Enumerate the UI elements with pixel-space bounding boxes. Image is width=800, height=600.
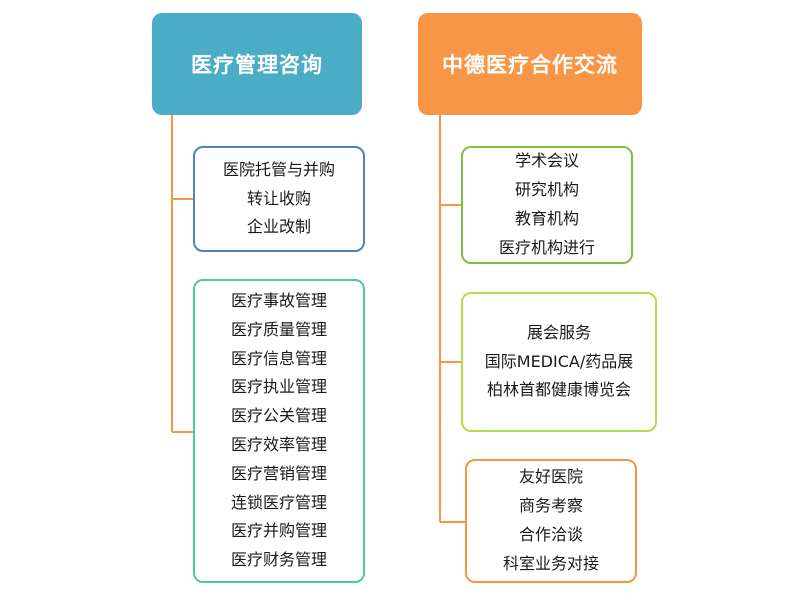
list-item: 医疗并购管理: [230, 521, 327, 541]
list-item: 医院托管与并购: [222, 159, 335, 179]
list-item: 医疗营销管理: [230, 463, 327, 483]
list-item: 医疗公关管理: [230, 406, 327, 426]
left-group-list-1: 医院托管与并购 转让收购 企业改制: [223, 156, 335, 242]
list-item: 医疗事故管理: [230, 291, 327, 311]
list-item: 医疗财务管理: [230, 550, 327, 570]
right-group-box-1: 学术会议 研究机构 教育机构 医疗机构进行: [461, 146, 633, 264]
left-group-box-1: 医院托管与并购 转让收购 企业改制: [193, 146, 365, 252]
list-item: 学术会议: [514, 151, 579, 171]
list-item: 连锁医疗管理: [230, 492, 327, 512]
right-group-list-1: 学术会议 研究机构 教育机构 医疗机构进行: [499, 147, 595, 262]
right-group-box-2: 展会服务 国际MEDICA/药品展 柏林首都健康博览会: [461, 292, 657, 432]
list-item: 医疗效率管理: [230, 435, 327, 454]
list-item: 转让收购: [246, 188, 311, 208]
right-group-list-2: 展会服务 国际MEDICA/药品展 柏林首都健康博览会: [485, 319, 633, 405]
list-item: 柏林首都健康博览会: [486, 380, 631, 400]
list-item: 企业改制: [246, 217, 311, 237]
right-header: 中德医疗合作交流: [418, 13, 642, 115]
left-group-list-2: 医疗事故管理 医疗质量管理 医疗信息管理 医疗执业管理 医疗公关管理 医疗效率管…: [231, 287, 327, 575]
list-item: 医疗机构进行: [498, 237, 595, 257]
list-item: 研究机构: [514, 180, 579, 200]
list-item: 展会服务: [526, 322, 591, 342]
right-group-box-3: 友好医院 商务考察 合作洽谈 科室业务对接: [465, 459, 637, 583]
list-item: 医疗执业管理: [230, 377, 327, 397]
left-group-box-2: 医疗事故管理 医疗质量管理 医疗信息管理 医疗执业管理 医疗公关管理 医疗效率管…: [193, 279, 365, 583]
list-item: 友好医院: [518, 467, 583, 487]
list-item: 医疗信息管理: [230, 348, 327, 368]
left-header: 医疗管理咨询: [152, 13, 362, 115]
list-item: 教育机构: [514, 209, 579, 228]
list-item: 合作洽谈: [518, 525, 583, 544]
list-item: 科室业务对接: [502, 553, 599, 573]
list-item: 国际MEDICA/药品展: [484, 351, 634, 371]
right-group-list-3: 友好医院 商务考察 合作洽谈 科室业务对接: [503, 463, 599, 578]
list-item: 医疗质量管理: [230, 319, 327, 339]
list-item: 商务考察: [518, 496, 583, 516]
